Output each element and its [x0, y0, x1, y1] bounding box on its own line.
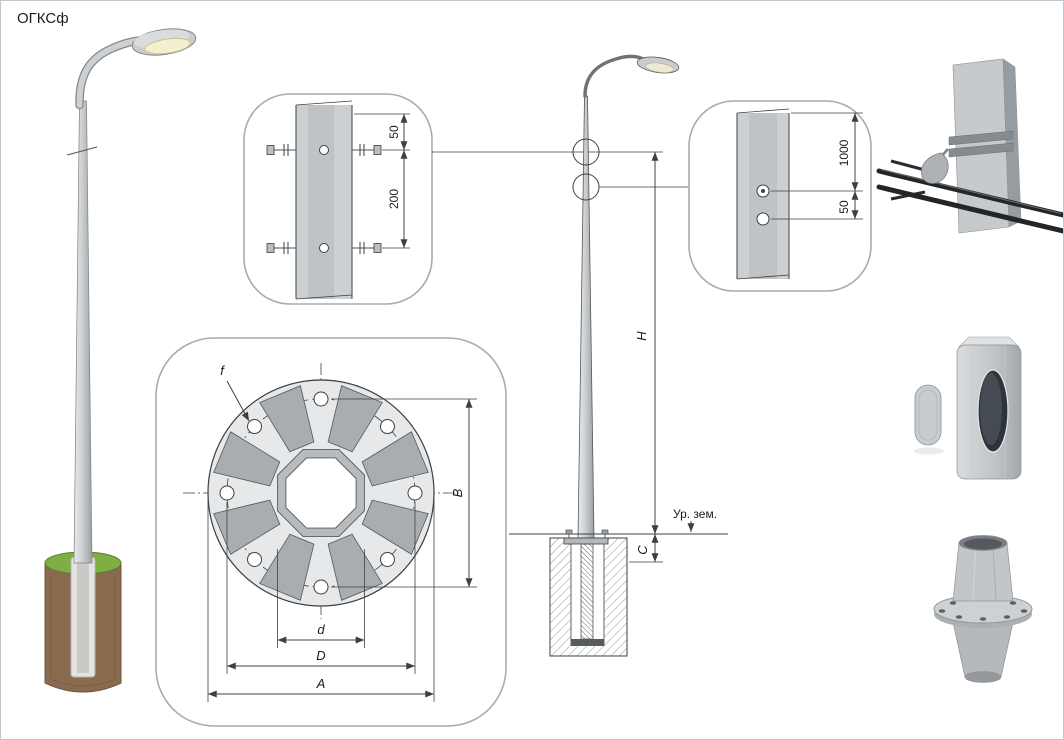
bolt-hole [319, 243, 329, 253]
weld-mark [66, 146, 98, 156]
break-line-bottom [736, 274, 790, 280]
label-A: A [316, 676, 326, 691]
band-clamp [948, 142, 1014, 158]
dim-50-top: 50 [387, 125, 401, 139]
pole-facet [308, 105, 334, 299]
ground-level-label: Ур. зем. [673, 507, 717, 521]
embedded-pole-stub [580, 543, 594, 640]
concrete-right [604, 538, 627, 656]
concrete-bottom [571, 646, 604, 656]
wedge-clamp [921, 152, 949, 184]
flange-dimensions: f B d D A [207, 363, 477, 702]
render-pole-3d [44, 28, 197, 693]
shaft-octagon-inner [285, 457, 357, 529]
hole-center-dot [761, 189, 765, 193]
label-H: H [634, 331, 649, 341]
clamp-dimensions: 50 200 [354, 113, 410, 249]
dim-200: 200 [387, 189, 401, 209]
bolt-hole [319, 145, 329, 155]
pocket-bottom [571, 639, 604, 646]
height-dimension: H [634, 152, 659, 534]
drawing-title: ОГКСф [17, 10, 69, 27]
overhead-cable [876, 168, 1063, 218]
dim-50: 50 [837, 200, 851, 214]
label-B: B [450, 488, 465, 497]
access-door [914, 384, 942, 446]
break-line-bottom [295, 294, 353, 300]
cable-highlight [880, 169, 1062, 214]
dim-1000: 1000 [837, 139, 851, 166]
render-cable-clamp [876, 58, 1063, 234]
wiring-hole-lower [756, 212, 770, 226]
pole-shaft-3d [73, 100, 93, 564]
concrete-left [550, 538, 571, 656]
anchor-nut [565, 529, 573, 535]
label-f: f [220, 363, 225, 378]
lamp-lens [144, 37, 191, 55]
f-leader [226, 380, 250, 422]
pole-elevation: H Ур. зем. C [432, 54, 728, 657]
socket-wall [952, 542, 1014, 602]
detail-marker-upper [572, 138, 600, 166]
clamp-detail-callout: 50 200 [243, 93, 433, 305]
pole-shaft [577, 95, 595, 539]
render-flange-shell [933, 535, 1033, 683]
sleeve-slot [77, 561, 89, 673]
holes-detail-callout: 1000 50 [688, 100, 872, 292]
flange-detail-callout: f B d D A [155, 337, 507, 727]
hatch-inner [980, 373, 1002, 445]
embed-dimension: C [629, 534, 663, 563]
base-flange [563, 537, 609, 545]
detail-marker-lower [572, 173, 600, 201]
bracket-arm [583, 54, 645, 98]
label-C: C [635, 545, 650, 555]
render-access-door [914, 336, 1022, 480]
band-clamp [948, 130, 1014, 146]
clamp-bolts-lower [266, 242, 382, 254]
clamp-bolts-upper [266, 144, 382, 156]
break-line-top [295, 100, 353, 106]
break-line-top [736, 108, 790, 114]
cable-stub [890, 159, 926, 172]
flange-ring-holes [938, 601, 1028, 621]
overhead-cable [876, 184, 1063, 234]
foundation-section [549, 529, 628, 657]
anchor-nut [601, 529, 609, 535]
label-d: d [317, 622, 325, 637]
lamp-head-3d [131, 28, 197, 56]
lamp-head [636, 56, 680, 74]
label-D: D [316, 648, 325, 663]
holes-dimensions: 1000 50 [771, 112, 863, 220]
